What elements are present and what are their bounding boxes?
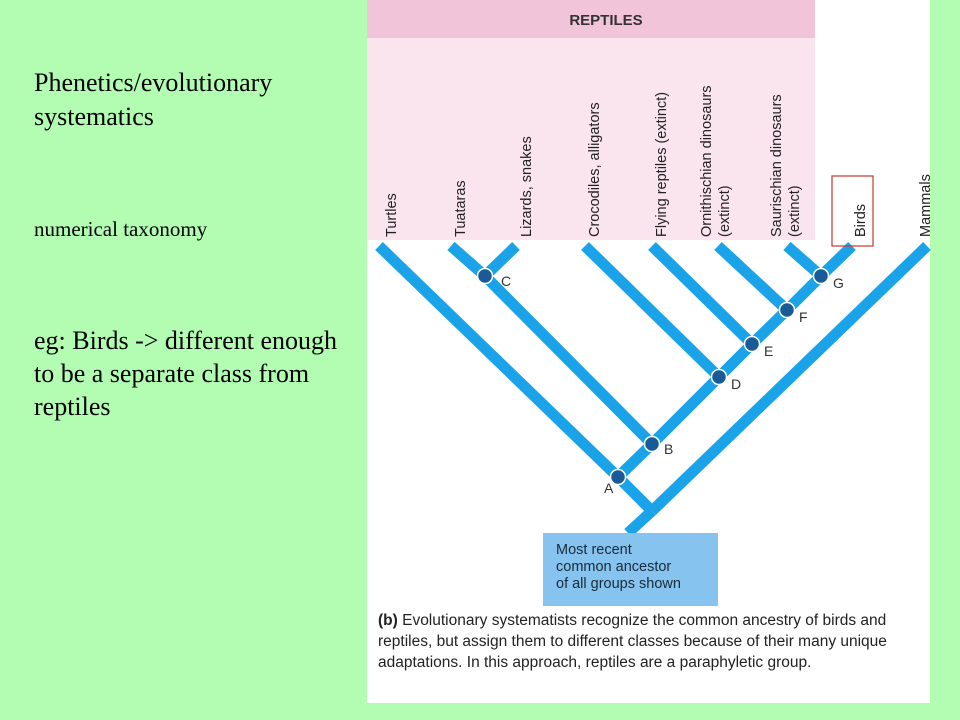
ancestor-label-line: of all groups shown <box>556 576 681 592</box>
branch-1 <box>648 242 931 515</box>
taxon-label-line: Birds <box>853 204 869 237</box>
taxon-label-crocodiles-alligators: Crocodiles, alligators <box>587 102 603 237</box>
taxon-label-mammals: Mammals <box>918 174 934 237</box>
branch-5 <box>481 272 656 448</box>
node-label-g: G <box>833 275 844 291</box>
taxon-label-tuataras: Tuataras <box>453 180 469 237</box>
node-b <box>643 435 661 453</box>
taxon-label-flying-reptiles: Flying reptiles (extinct) <box>654 92 670 237</box>
reptiles-label: REPTILES <box>569 12 642 29</box>
node-e <box>743 335 761 353</box>
node-a <box>609 468 627 486</box>
branch-11 <box>648 242 756 348</box>
node-label-b: B <box>664 441 673 457</box>
branches <box>375 241 931 538</box>
ancestor-label-line: Most recent <box>556 542 632 558</box>
node-f <box>778 301 796 319</box>
taxon-label-line: (extinct) <box>717 185 733 237</box>
taxon-label-line: Saurischian dinosaurs <box>769 94 785 237</box>
reptiles-body-area <box>367 38 815 240</box>
taxon-label-line: Crocodiles, alligators <box>587 102 603 237</box>
taxa-labels: Turtles Tuataras Lizards, snakes Crocodiles… <box>384 85 934 237</box>
node-d <box>710 368 728 386</box>
taxon-label-line: Ornithischian dinosaurs <box>699 85 715 237</box>
taxon-label-ornithischian-dinosaurs: Ornithischian dinosaurs(extinct) <box>699 85 733 237</box>
node-label-a: A <box>604 480 614 496</box>
taxon-label-line: Mammals <box>918 174 934 237</box>
taxon-label-saurischian-dinosaurs: Saurischian dinosaurs(extinct) <box>769 94 803 237</box>
right-strip <box>930 0 960 720</box>
node-labels: A B C D E F G <box>501 273 844 496</box>
taxon-label-line: Lizards, snakes <box>519 136 535 237</box>
branch-8 <box>648 373 723 448</box>
taxon-label-turtles: Turtles <box>384 193 400 237</box>
branch-13 <box>714 241 791 315</box>
ancestor-label-line: common ancestor <box>556 559 671 575</box>
node-label-c: C <box>501 273 511 289</box>
taxon-label-line: Turtles <box>384 193 400 237</box>
taxon-label-line: Tuataras <box>453 180 469 237</box>
figure-caption: (b) Evolutionary systematists recognize … <box>378 610 926 673</box>
reptiles-header-bar <box>367 0 815 38</box>
caption-text: Evolutionary systematists recognize the … <box>378 612 887 671</box>
node-label-e: E <box>764 343 773 359</box>
taxon-label-line: (extinct) <box>787 185 803 237</box>
ancestor-box <box>543 533 718 606</box>
node-c <box>476 267 494 285</box>
example-text: eg: Birds -> different enough to be a se… <box>34 326 337 421</box>
heading: Phenetics/evolutionary systematics <box>34 68 273 131</box>
birds-highlight-box <box>831 175 874 247</box>
taxon-label-lizards-snakes: Lizards, snakes <box>519 136 535 237</box>
taxon-label-birds: Birds <box>853 204 869 237</box>
taxon-label-line: Flying reptiles (extinct) <box>654 92 670 237</box>
subheading: numerical taxonomy <box>34 217 208 241</box>
branch-9 <box>581 242 723 381</box>
caption-tag: (b) <box>378 612 398 629</box>
node-label-f: F <box>799 309 808 325</box>
node-g <box>812 267 830 285</box>
branch-3 <box>375 242 622 481</box>
nodes <box>476 267 830 486</box>
node-label-d: D <box>731 376 741 392</box>
